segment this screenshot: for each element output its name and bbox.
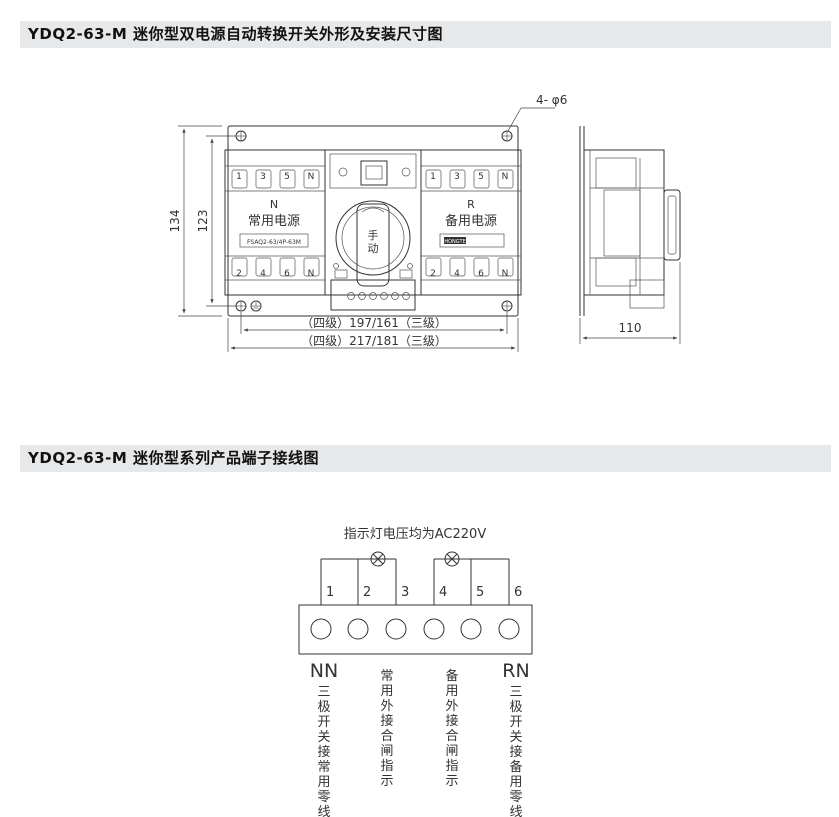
- terminal-label: 3: [260, 172, 266, 182]
- section-title-wiring: YDQ2-63-M 迷你型系列产品端子接线图: [20, 445, 831, 472]
- left-module-name: 常用电源: [248, 214, 300, 229]
- terminal-label: 5: [478, 172, 484, 182]
- dim-height-outer: 134: [168, 210, 182, 233]
- dim-width-inner: （四级）197/161（三级）: [301, 316, 447, 330]
- indicator-lamp-icon: [444, 551, 460, 567]
- right-module-brand: HONGTE: [444, 239, 465, 245]
- terminal-block: [298, 604, 533, 655]
- terminal-label: N: [502, 269, 509, 279]
- right-breaker-module: [420, 149, 522, 296]
- wiring-diagram: [298, 551, 533, 655]
- desc-normal-close-indicator: 常用外接合闸指示: [380, 669, 393, 789]
- hole-callout: 4- φ6: [536, 93, 567, 107]
- terminal-label: N: [502, 172, 509, 182]
- desc-rn-neutral: 三极开关接备用零线: [509, 685, 522, 817]
- wiring-terminal-numbers: 1 2 3 4 5 6: [326, 585, 522, 600]
- terminal-number: 4: [439, 585, 447, 600]
- terminal-label: N: [308, 269, 315, 279]
- mounting-hole-icon: [501, 130, 513, 142]
- terminal-label: 2: [236, 269, 242, 279]
- dim-height-inner: 123: [196, 210, 210, 233]
- dim-width-outer: （四级）217/181（三级）: [301, 334, 447, 348]
- mounting-hole-icon: [235, 300, 247, 312]
- indicator-lamps: [347, 292, 410, 300]
- mounting-hole-icon: [501, 300, 513, 312]
- left-module-model: FSAQ2-63/4P-63M: [247, 239, 301, 246]
- top-terminal-labels: 1 3 5 N 1 3 5 N: [236, 172, 508, 182]
- lamp-voltage-note: 指示灯电压均为AC220V: [344, 527, 487, 542]
- terminal-label: 3: [454, 172, 460, 182]
- handle: [356, 203, 390, 287]
- terminal-number: 6: [514, 585, 522, 600]
- terminal-label: 2: [430, 269, 436, 279]
- left-module-letter: N: [270, 198, 278, 211]
- ground-icon: [250, 300, 262, 312]
- nn-label: NN: [310, 660, 338, 682]
- dimension-lines: [178, 107, 555, 352]
- terminal-number: 1: [326, 585, 334, 600]
- terminal-number: 3: [401, 585, 409, 600]
- indicator-lamp-icon: [370, 551, 386, 567]
- rn-label: RN: [502, 660, 529, 682]
- terminal-label: 6: [284, 269, 290, 279]
- front-view: [178, 107, 555, 352]
- bottom-terminal-labels: 2 4 6 N 2 4 6 N: [236, 269, 508, 279]
- handle-label: 手动: [368, 228, 379, 255]
- terminal-label: 4: [260, 269, 266, 279]
- section-title-dimensions: YDQ2-63-M 迷你型双电源自动转换开关外形及安装尺寸图: [20, 21, 831, 48]
- desc-backup-close-indicator: 备用外接合闸指示: [445, 668, 458, 789]
- mounting-plate: [227, 125, 519, 317]
- right-module-name: 备用电源: [445, 213, 497, 229]
- side-view: [579, 126, 681, 344]
- terminal-label: 4: [454, 269, 460, 279]
- terminal-label: 1: [430, 172, 436, 182]
- terminal-screw-icon: [310, 618, 520, 640]
- switch-body: [324, 149, 422, 311]
- mounting-hole-icon: [235, 130, 247, 142]
- terminal-number: 5: [476, 585, 484, 600]
- right-module-letter: R: [467, 198, 475, 211]
- terminal-screws: [231, 169, 514, 277]
- terminal-label: 5: [284, 172, 290, 182]
- terminal-label: 1: [236, 172, 242, 182]
- terminal-label: 6: [478, 269, 484, 279]
- terminal-number: 2: [363, 585, 371, 600]
- dim-depth: 110: [619, 321, 642, 335]
- terminal-label: N: [308, 172, 315, 182]
- desc-nn-neutral: 三极开关接常用零线: [317, 685, 330, 817]
